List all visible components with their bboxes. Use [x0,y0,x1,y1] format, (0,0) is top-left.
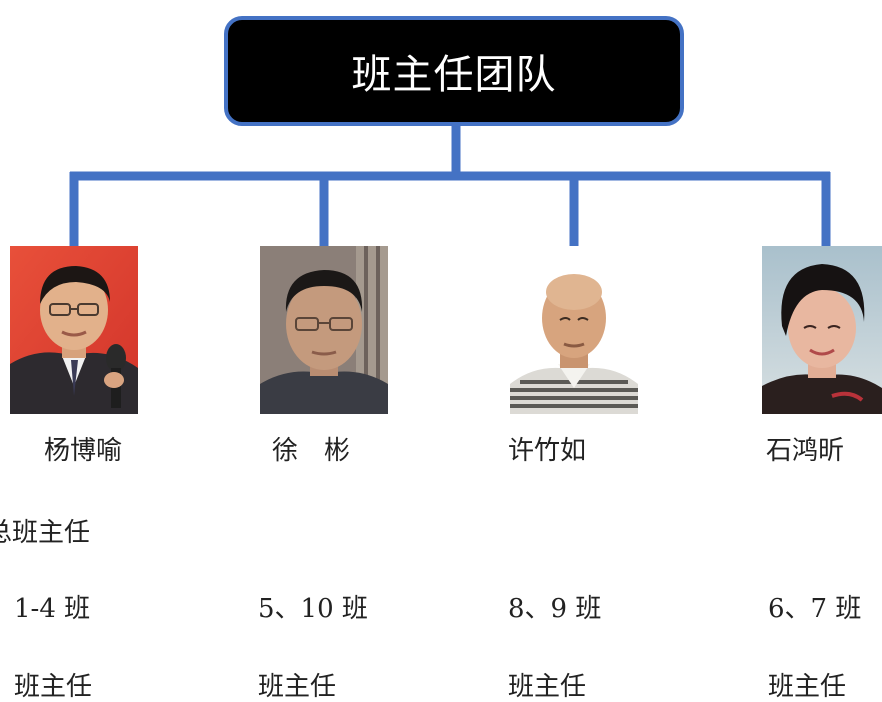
portrait-man-with-glasses-image [260,246,388,414]
member-classes-4: 6、7 班 [768,594,862,624]
member-role-1: 班主任 [14,672,93,702]
member-classes-2: 5、10 班 [258,594,368,624]
portrait-woman-short-hair-image [762,246,882,414]
member-role-3: 班主任 [508,672,587,702]
member-name-4: 石鸿昕 [766,436,845,466]
member-photo-4 [762,246,882,414]
member-name-1: 杨博喻 [44,436,123,466]
member-role-4: 班主任 [768,672,847,702]
head-teacher-label: 总班主任 [0,518,91,548]
portrait-bald-man-striped-shirt-image [510,246,638,414]
member-photo-3 [510,246,638,414]
portrait-man-with-microphone-image [10,246,138,414]
member-photo-1 [10,246,138,414]
member-name-2: 徐 彬 [272,436,351,466]
member-role-2: 班主任 [258,672,337,702]
member-name-3: 许竹如 [508,436,587,466]
member-classes-1: 1-4 班 [14,594,91,624]
member-photo-2 [260,246,388,414]
diagram-title: 班主任团队 [351,52,557,98]
member-classes-3: 8、9 班 [508,594,602,624]
title-box: 班主任团队 [224,16,684,126]
